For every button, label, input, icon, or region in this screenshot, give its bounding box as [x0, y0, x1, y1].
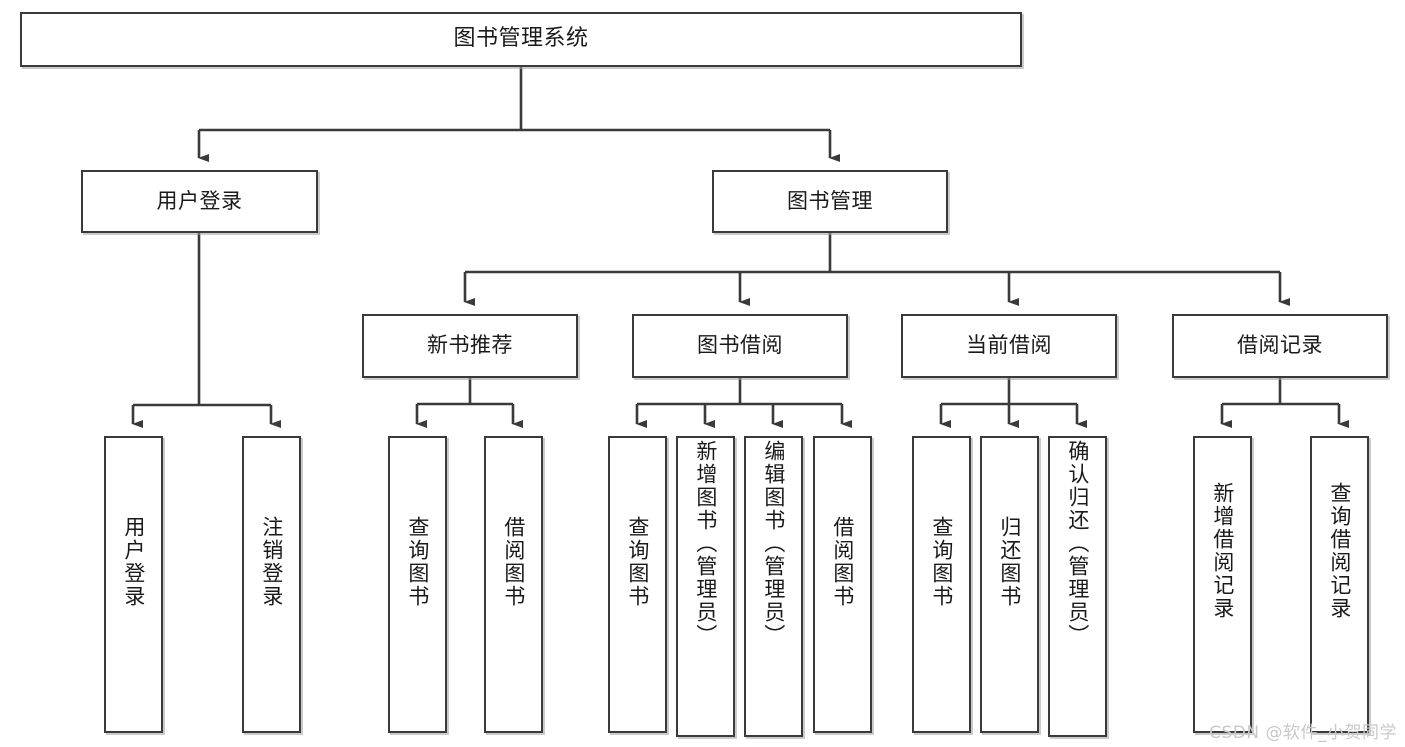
- node-label: 图书管理系统: [453, 26, 589, 52]
- node-root-system[interactable]: 图书管理系统: [20, 12, 1022, 67]
- leaf-book-borrow-edit[interactable]: 编辑图书（管理员）: [744, 436, 803, 737]
- node-label: 查询图书: [929, 516, 954, 608]
- node-book-borrow[interactable]: 图书借阅: [632, 314, 848, 378]
- node-label: 图书管理: [787, 188, 873, 213]
- node-label: 确认归还（管理员）: [1065, 440, 1090, 647]
- leaf-new-book-borrow[interactable]: 借阅图书: [484, 436, 543, 733]
- leaf-current-borrow-confirm[interactable]: 确认归还（管理员）: [1048, 436, 1107, 737]
- node-current-borrow[interactable]: 当前借阅: [901, 314, 1117, 378]
- leaf-record-query[interactable]: 查询借阅记录: [1310, 436, 1369, 733]
- node-label: 编辑图书（管理员）: [761, 440, 786, 647]
- leaf-new-book-query[interactable]: 查询图书: [388, 436, 447, 733]
- node-label: 新增借阅记录: [1210, 482, 1235, 620]
- leaf-book-borrow-add[interactable]: 新增图书（管理员）: [676, 436, 735, 737]
- leaf-user-login-login[interactable]: 用户登录: [104, 436, 163, 733]
- node-label: 用户登录: [156, 188, 243, 213]
- node-label: 查询图书: [405, 516, 430, 608]
- node-label: 用户登录: [121, 516, 146, 608]
- node-label: 注销登录: [259, 516, 284, 608]
- leaf-book-borrow-borrow[interactable]: 借阅图书: [813, 436, 872, 733]
- node-label: 图书借阅: [697, 333, 783, 358]
- node-label: 借阅记录: [1237, 333, 1323, 358]
- node-label: 借阅图书: [501, 516, 526, 608]
- node-label: 归还图书: [997, 516, 1022, 608]
- node-user-login[interactable]: 用户登录: [81, 170, 318, 233]
- leaf-record-add[interactable]: 新增借阅记录: [1193, 436, 1252, 733]
- watermark-text: CSDN @软件_小贺同学: [1209, 723, 1397, 743]
- leaf-current-borrow-return[interactable]: 归还图书: [980, 436, 1039, 733]
- node-borrow-record[interactable]: 借阅记录: [1172, 314, 1388, 378]
- node-label: 查询图书: [625, 516, 650, 608]
- leaf-current-borrow-query[interactable]: 查询图书: [912, 436, 971, 733]
- node-label: 查询借阅记录: [1327, 482, 1352, 620]
- node-label: 新增图书（管理员）: [693, 440, 718, 647]
- node-book-management[interactable]: 图书管理: [712, 170, 948, 233]
- node-label: 借阅图书: [830, 516, 855, 608]
- leaf-book-borrow-query[interactable]: 查询图书: [608, 436, 667, 733]
- node-new-book-recommend[interactable]: 新书推荐: [362, 314, 578, 378]
- node-label: 当前借阅: [966, 333, 1052, 358]
- leaf-user-login-logout[interactable]: 注销登录: [242, 436, 301, 733]
- node-label: 新书推荐: [427, 333, 513, 358]
